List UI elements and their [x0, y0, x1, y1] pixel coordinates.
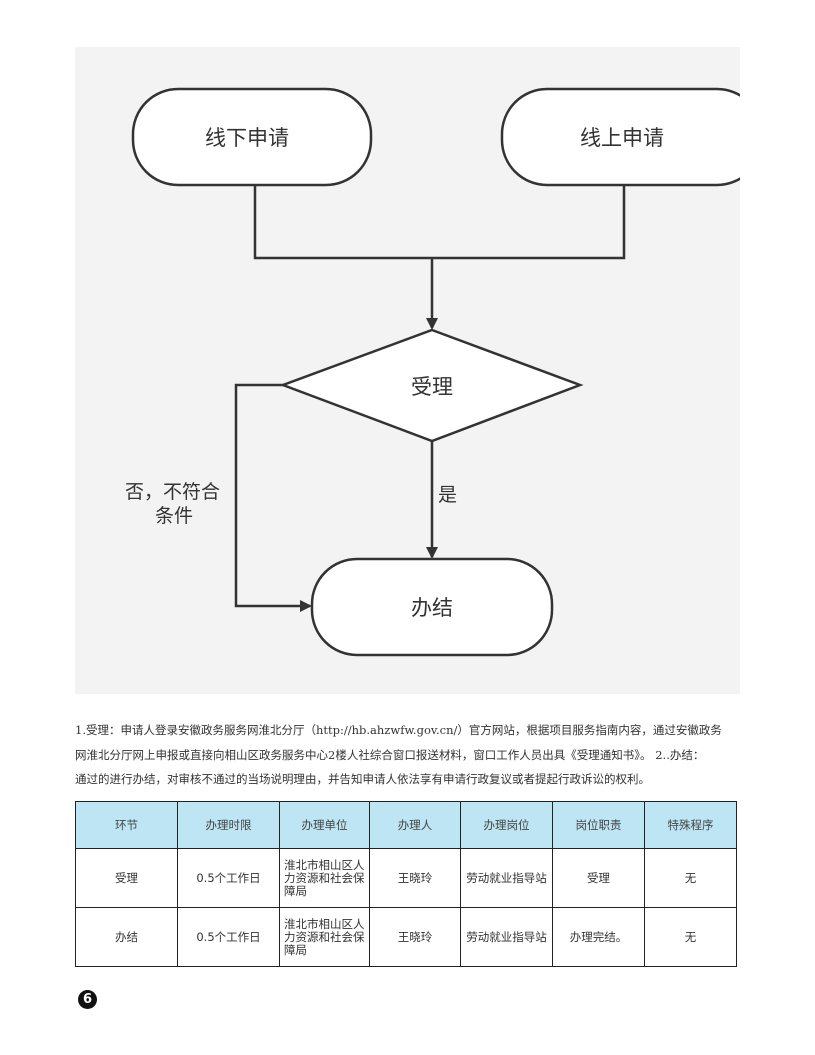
accept-label: 受理 — [411, 375, 453, 399]
online-apply-node — [500, 87, 740, 187]
description-line-2: 网淮北分厅网上申报或直接向相山区政务服务中心2楼人社综合窗口报送材料，窗口工作人… — [75, 747, 705, 762]
header-stage: 环节 — [75, 801, 178, 849]
finish-node — [310, 557, 554, 657]
flowchart: 线下申请 线上申请 受理 办结 是 否，不符合 条件 — [75, 47, 740, 694]
no-label-line2: 条件 — [155, 505, 193, 527]
cell-time-limit: 0.5个工作日 — [177, 848, 280, 908]
cell-duty: 受理 — [552, 848, 645, 908]
process-table: 环节 办理时限 办理单位 办理人 办理岗位 岗位职责 特殊程序 受理 0.5个工… — [75, 801, 737, 967]
table-row: 受理 0.5个工作日 淮北市相山区人力资源和社会保障局 王晓玲 劳动就业指导站 … — [75, 848, 737, 908]
flowchart-svg: 线下申请 线上申请 受理 办结 是 否，不符合 条件 — [125, 87, 740, 657]
header-handler: 办理人 — [369, 801, 461, 849]
header-unit: 办理单位 — [279, 801, 370, 849]
cell-special: 无 — [644, 848, 737, 908]
online-apply-label: 线上申请 — [580, 126, 664, 150]
cell-unit: 淮北市相山区人力资源和社会保障局 — [279, 907, 370, 967]
no-label-line1: 否，不符合 — [125, 481, 220, 503]
header-duty: 岗位职责 — [552, 801, 645, 849]
finish-label: 办结 — [411, 596, 453, 620]
description-line-1: 1.受理：申请人登录安徽政务服务网淮北分厅（http://hb.ahzwfw.g… — [75, 723, 722, 737]
header-post: 办理岗位 — [460, 801, 553, 849]
cell-handler: 王晓玲 — [369, 907, 461, 967]
cell-stage: 受理 — [75, 848, 178, 908]
cell-post: 劳动就业指导站 — [460, 907, 553, 967]
cell-duty: 办理完结。 — [552, 907, 645, 967]
header-time-limit: 办理时限 — [177, 801, 280, 849]
table-row: 办结 0.5个工作日 淮北市相山区人力资源和社会保障局 王晓玲 劳动就业指导站 … — [75, 907, 737, 967]
cell-stage: 办结 — [75, 907, 178, 967]
description-line-3: 通过的进行办结，对审核不通过的当场说明理由，并告知申请人依法享有申请行政复议或者… — [75, 772, 650, 786]
offline-apply-label: 线下申请 — [205, 126, 289, 150]
yes-label: 是 — [438, 484, 457, 506]
connector-online — [432, 185, 626, 260]
cell-time-limit: 0.5个工作日 — [177, 907, 280, 967]
cell-special: 无 — [644, 907, 737, 967]
offline-apply-node — [131, 87, 373, 187]
header-special: 特殊程序 — [644, 801, 737, 849]
arrow-no — [234, 383, 312, 612]
cell-handler: 王晓玲 — [369, 848, 461, 908]
cell-post: 劳动就业指导站 — [460, 848, 553, 908]
cell-unit: 淮北市相山区人力资源和社会保障局 — [279, 848, 370, 908]
connector-offline — [253, 185, 432, 260]
process-description: 1.受理：申请人登录安徽政务服务网淮北分厅（http://hb.ahzwfw.g… — [75, 718, 745, 792]
page-number-badge: 6 — [78, 990, 97, 1009]
table-header-row: 环节 办理时限 办理单位 办理人 办理岗位 岗位职责 特殊程序 — [75, 801, 737, 849]
